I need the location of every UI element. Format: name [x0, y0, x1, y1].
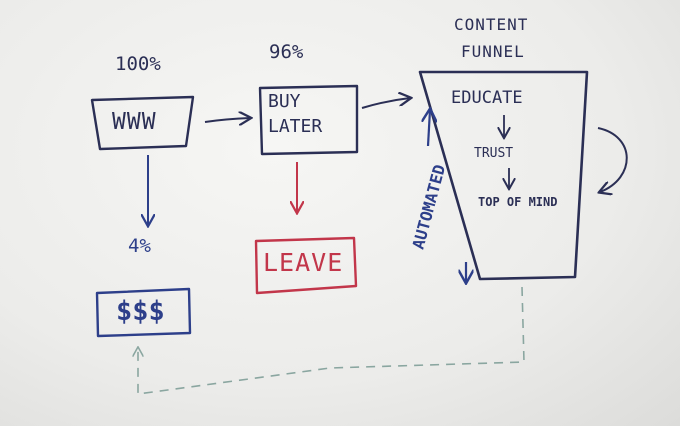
funnel-step-educate: EDUCATE [451, 88, 523, 108]
arrow-buy-later-to-funnel [361, 98, 410, 109]
loop-arrow [598, 127, 628, 192]
funnel-step-top-of-mind: TOP OF MIND [478, 195, 558, 209]
leave-box [254, 236, 358, 295]
money-box [95, 287, 192, 338]
arrow-www-to-buy-later [204, 118, 250, 122]
funnel-shape [418, 70, 589, 281]
percent-www: 100% [115, 53, 161, 75]
funnel-title-line2: FUNNEL [461, 42, 525, 61]
buy-later-box [258, 84, 359, 156]
funnel-title-line1: CONTENT [454, 15, 529, 34]
percent-money: 4% [128, 235, 151, 257]
label-www: WWW [112, 109, 157, 135]
funnel-step-trust: TRUST [474, 146, 514, 161]
www-box [90, 95, 195, 151]
percent-buy-later: 96% [269, 41, 304, 63]
automated-arrow [428, 110, 430, 147]
label-money: $$$ [116, 296, 165, 327]
label-leave: LEAVE [263, 248, 344, 277]
dashed-return-path [138, 286, 525, 395]
label-later: LATER [268, 116, 323, 137]
label-buy: BUY [268, 91, 301, 112]
